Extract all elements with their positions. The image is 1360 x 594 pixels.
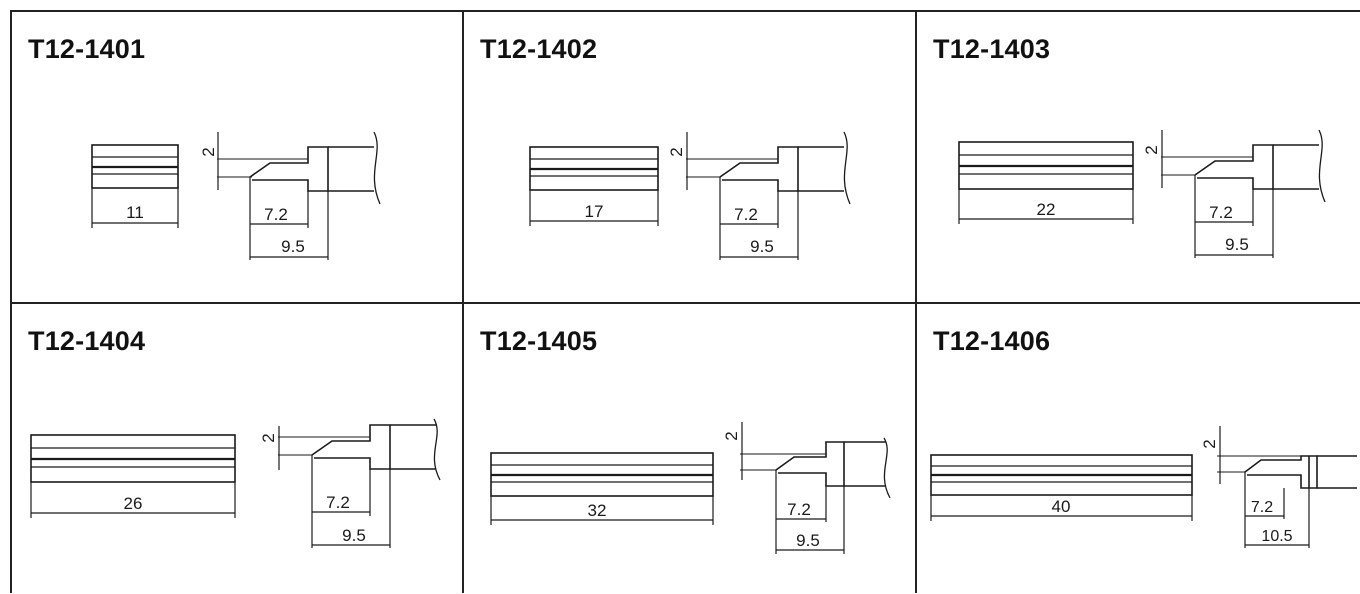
tip-length-dimensions: 7.2 9.5 bbox=[311, 455, 391, 548]
tip-spec-sheet bbox=[10, 10, 1360, 593]
tip-cell: T12-1405 32 2 bbox=[464, 304, 916, 594]
tip-model-title: T12-1402 bbox=[480, 34, 598, 64]
length-label: 40 bbox=[1052, 497, 1071, 516]
dim-a-label: 7.2 bbox=[1251, 499, 1273, 516]
tip-cell: T12-1404 26 2 bbox=[12, 304, 464, 594]
thickness-label: 2 bbox=[667, 147, 686, 156]
length-dimension: 11 bbox=[91, 188, 179, 228]
dim-a-label: 7.2 bbox=[264, 205, 288, 224]
thickness-label: 2 bbox=[722, 431, 741, 440]
dim-a-label: 7.2 bbox=[734, 205, 758, 224]
dim-a-label: 7.2 bbox=[1209, 203, 1233, 222]
length-label: 32 bbox=[588, 501, 607, 520]
blade-side-profile: 2 bbox=[199, 131, 381, 205]
tip-model-title: T12-1405 bbox=[480, 326, 598, 356]
dim-b-label: 10.5 bbox=[1261, 528, 1292, 545]
grid-divider-vertical bbox=[462, 10, 464, 593]
blade-top-view bbox=[30, 434, 236, 483]
tip-model-title: T12-1401 bbox=[28, 34, 146, 64]
blade-side-profile: 2 bbox=[1142, 129, 1326, 203]
length-label: 11 bbox=[126, 203, 144, 222]
tip-model-title: T12-1404 bbox=[28, 326, 146, 356]
blade-top-view bbox=[490, 452, 714, 497]
thickness-label: 2 bbox=[259, 433, 278, 442]
blade-side-profile: 2 bbox=[259, 418, 441, 481]
tip-model-title: T12-1406 bbox=[933, 326, 1051, 356]
length-dimension: 22 bbox=[958, 189, 1134, 224]
tip-drawing: 40 2 7.2 10.5 bbox=[930, 426, 1357, 548]
blade-side-profile: 2 bbox=[667, 131, 851, 205]
blade-top-view bbox=[91, 144, 179, 189]
tip-length-dimensions: 7.2 9.5 bbox=[719, 177, 799, 260]
dim-a-label: 7.2 bbox=[326, 493, 350, 512]
length-label: 22 bbox=[1037, 200, 1056, 219]
dim-b-label: 9.5 bbox=[342, 526, 366, 545]
length-dimension: 40 bbox=[930, 495, 1193, 521]
dim-b-label: 9.5 bbox=[1225, 235, 1249, 254]
tip-length-dimensions: 7.2 9.5 bbox=[249, 177, 329, 260]
tip-length-dimensions: 7.2 10.5 bbox=[1244, 472, 1310, 548]
tip-cell: T12-1406 40 2 bbox=[917, 304, 1360, 594]
tip-cell: T12-1403 22 2 bbox=[917, 12, 1360, 302]
tip-drawing: 32 2 7.2 9.5 bbox=[490, 422, 891, 554]
blade-side-profile: 2 bbox=[722, 422, 891, 499]
length-dimension: 26 bbox=[30, 482, 236, 518]
thickness-label: 2 bbox=[1142, 145, 1161, 154]
dim-b-label: 9.5 bbox=[750, 237, 774, 256]
blade-side-profile: 2 bbox=[1200, 426, 1357, 489]
grid-divider-horizontal bbox=[10, 302, 1360, 304]
blade-top-view bbox=[529, 146, 659, 191]
length-label: 17 bbox=[585, 202, 604, 221]
length-label: 26 bbox=[124, 494, 143, 513]
tip-drawing: 17 2 7.2 9.5 bbox=[529, 131, 851, 260]
length-dimension: 17 bbox=[529, 190, 659, 226]
tip-cell: T12-1401 11 2 bbox=[12, 12, 464, 302]
tip-drawing: 22 2 7.2 9.5 bbox=[958, 129, 1326, 258]
grid-divider-vertical bbox=[915, 10, 917, 593]
dim-b-label: 9.5 bbox=[796, 531, 820, 550]
tip-drawing: 11 2 7.2 9.5 bbox=[91, 131, 381, 260]
tip-drawing: 26 2 7.2 9.5 bbox=[30, 418, 441, 548]
blade-top-view bbox=[930, 454, 1193, 496]
thickness-label: 2 bbox=[1200, 439, 1219, 448]
dim-a-label: 7.2 bbox=[787, 500, 811, 519]
tip-length-dimensions: 7.2 9.5 bbox=[1194, 175, 1274, 258]
tip-model-title: T12-1403 bbox=[933, 34, 1051, 64]
tip-cell: T12-1402 17 2 bbox=[464, 12, 916, 302]
blade-top-view bbox=[958, 141, 1134, 190]
thickness-label: 2 bbox=[199, 147, 218, 156]
tip-length-dimensions: 7.2 9.5 bbox=[775, 470, 845, 554]
dim-b-label: 9.5 bbox=[281, 237, 305, 256]
length-dimension: 32 bbox=[490, 496, 714, 525]
